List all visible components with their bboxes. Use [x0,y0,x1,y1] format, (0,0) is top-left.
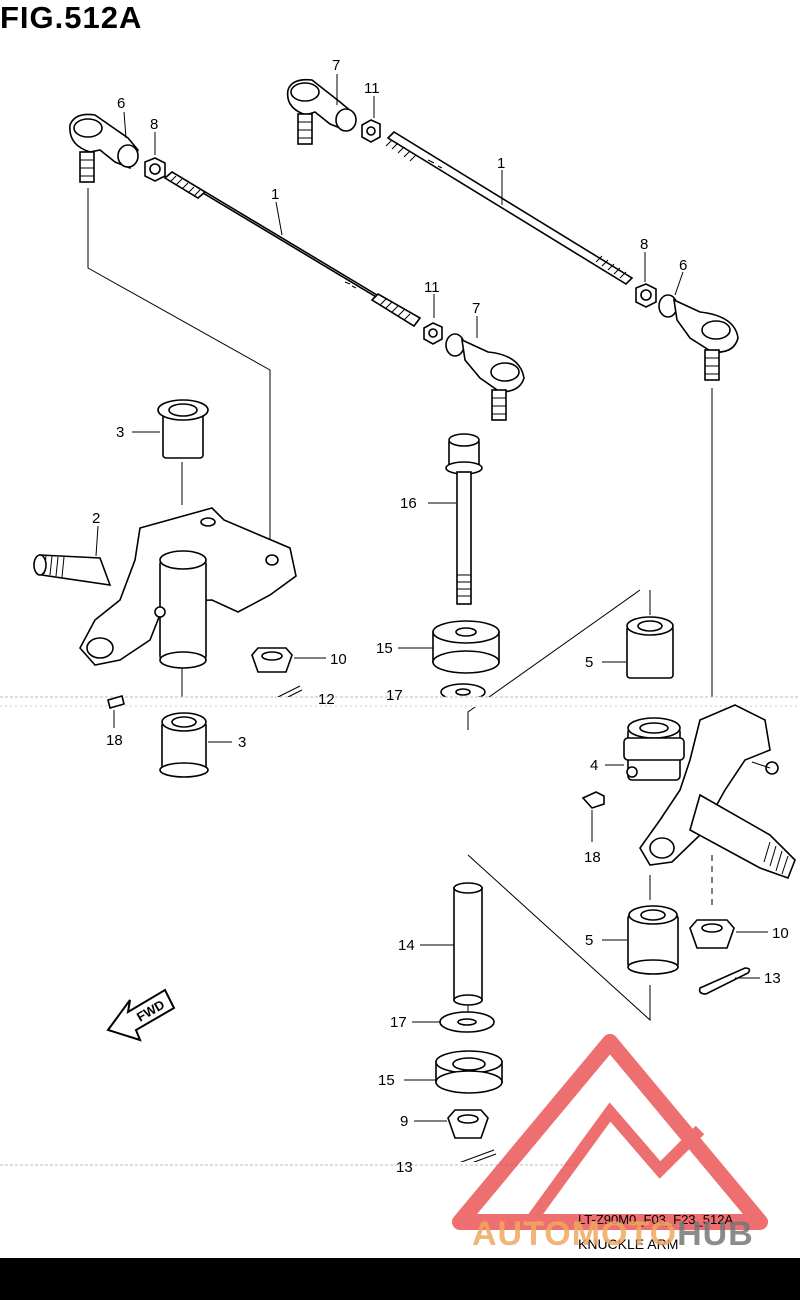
cotter-pin-13 [698,967,751,995]
bushing-3-lower [159,712,209,778]
callout-5b: 5 [585,932,593,949]
callout-15a: 15 [376,640,393,657]
knuckle-arm-2 [33,507,297,669]
nut-8a [144,157,166,182]
callout-17a: 17 [386,687,403,704]
washer-17-lower [439,1011,495,1033]
scan-gap [0,697,800,707]
callout-2: 2 [92,510,100,527]
callout-5a: 5 [585,654,593,671]
callout-labels: 6 8 7 11 1 1 11 7 8 6 3 16 2 10 15 5 17 … [92,57,789,1176]
callout-10a: 10 [330,651,347,668]
callout-4: 4 [590,757,598,774]
callout-1b: 1 [497,155,505,172]
callout-3b: 3 [238,734,246,751]
nut-10-right [689,919,735,949]
callout-1a: 1 [271,186,279,203]
callout-6b: 6 [679,257,687,274]
figure-title: FIG.512A [0,0,143,35]
callout-11b: 11 [424,279,440,296]
bushing-5-upper [626,616,674,679]
tie-rod-1b [385,130,634,286]
tie-rod-end-7b [286,78,357,145]
assembly-guide-lines [87,188,713,1022]
leader-lines [95,74,768,1122]
washer-15-upper [432,620,500,674]
nut-11a [423,322,443,345]
scan-gap-bottom [0,1162,580,1172]
callout-13: 13 [764,970,781,987]
bushing-3-top [157,399,209,459]
diagram-name: KNUCKLE ARM [578,1236,679,1252]
callout-7b: 7 [472,300,480,317]
callout-16: 16 [400,495,417,512]
bottom-bar [0,1258,800,1300]
tie-rod-assembly-b [286,78,739,381]
nut-9 [447,1109,489,1139]
callout-14: 14 [398,937,415,954]
tie-rod-end-6b [658,294,739,381]
callout-3a: 3 [116,424,124,441]
callout-8b: 8 [640,236,648,253]
callout-11a: 11 [364,80,380,97]
callout-8a: 8 [150,116,158,133]
nut-11b [361,119,381,143]
tie-rod-1a [163,171,422,328]
callout-12: 12 [318,691,335,708]
washer-17-upper [440,683,486,701]
nut-10-left [251,647,293,673]
diagram-code: LT-Z90M0_F03_F23_512A [578,1212,734,1227]
callout-10b: 10 [772,925,789,942]
bushing-5-lower [627,905,679,975]
nut-8b [635,283,657,308]
callout-15b: 15 [378,1072,395,1089]
watermark-brand: AUTOMOTOHUB [472,1215,754,1254]
tie-rod-end-7a [445,333,525,421]
knuckle-arm-4 [623,704,796,880]
tie-rod-assembly-a [69,113,525,421]
callout-18a: 18 [106,732,123,749]
watermark-brand-b: HUB [677,1215,754,1253]
callout-17b: 17 [390,1014,407,1031]
callout-18b: 18 [584,849,601,866]
tie-rod-end-6a [69,113,139,183]
callout-7a: 7 [332,57,340,74]
callout-9: 9 [400,1113,408,1130]
triangle-mountain-logo [452,1034,768,1230]
callout-6a: 6 [117,95,125,112]
pin-14 [453,882,483,1006]
callout-13b: 13 [396,1159,413,1176]
fwd-arrow: FWD [106,988,176,1042]
washer-15-lower [435,1050,503,1094]
grease-nipple-18-left [107,695,125,709]
bolt-16 [445,433,483,605]
grease-nipple-18-right [581,791,605,809]
watermark-brand-a: AUTOMOTO [472,1215,678,1253]
